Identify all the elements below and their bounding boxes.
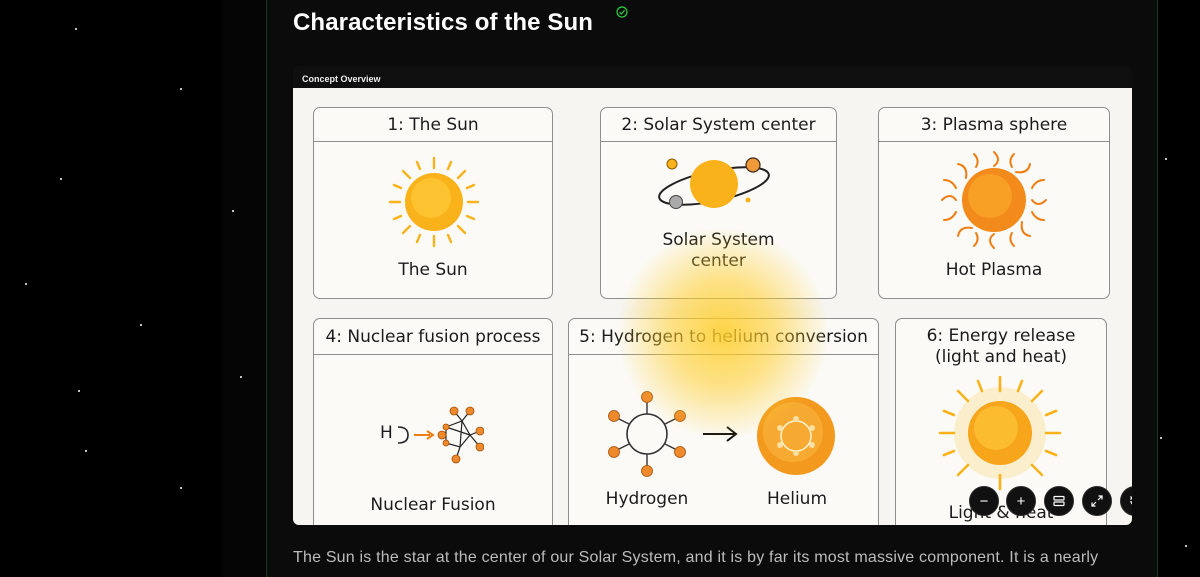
helium-label: Helium	[766, 489, 828, 509]
panel-plasma-sphere: 3: Plasma sphere Hot Plasm	[878, 107, 1110, 299]
stacked-layout-icon	[1053, 495, 1065, 507]
panel-title: 4: Nuclear fusion process	[314, 319, 552, 355]
figure-canvas: 1: The Sun The Sun	[293, 88, 1132, 525]
reset-icon	[1130, 496, 1132, 505]
main-content: Characteristics of the Sun Concept Overv…	[266, 0, 1158, 577]
panel-label: The Sun	[398, 260, 468, 280]
radiant-sun-icon	[938, 375, 1062, 491]
zoom-in-button[interactable]: +	[1006, 486, 1036, 516]
layout-toggle-button[interactable]	[1044, 486, 1074, 516]
hydrogen-symbol: H	[380, 423, 393, 443]
left-panel	[0, 0, 222, 577]
gutter	[222, 0, 266, 577]
check-circle-icon	[616, 6, 628, 18]
page-title: Characteristics of the Sun	[293, 9, 594, 36]
panel-title-line1: 6: Energy release	[926, 326, 1076, 346]
panel-nuclear-fusion: 4: Nuclear fusion process H	[313, 318, 553, 525]
description-text: The Sun is the star at the center of our…	[293, 549, 1099, 566]
zoom-in-icon: +	[1016, 492, 1026, 510]
panel-title: 2: Solar System center	[601, 108, 836, 142]
panel-title: 6: Energy release (light and heat)	[896, 319, 1106, 375]
fullscreen-button[interactable]	[1082, 486, 1112, 516]
concept-figure: Concept Overview 1: The Sun	[293, 66, 1132, 525]
panel-label: Light & heat	[948, 503, 1054, 523]
zoom-out-button[interactable]: −	[969, 486, 999, 516]
panel-title: 1: The Sun	[314, 108, 552, 142]
expand-icon	[1091, 495, 1103, 507]
figure-header: Concept Overview	[293, 66, 1132, 88]
sun-glow-overlay	[618, 228, 828, 438]
sun-icon	[388, 156, 480, 248]
panel-title: 3: Plasma sphere	[879, 108, 1109, 142]
fusion-diagram-icon	[397, 406, 484, 464]
panel-label: Nuclear Fusion	[370, 495, 496, 515]
panel-title-line2: (light and heat)	[934, 347, 1068, 367]
panel-energy-release: 6: Energy release (light and heat)	[895, 318, 1107, 525]
solar-system-icon	[658, 157, 770, 209]
plasma-sun-icon	[941, 151, 1047, 249]
panel-label: Hot Plasma	[945, 260, 1043, 280]
hydrogen-label: Hydrogen	[605, 489, 689, 509]
zoom-out-icon: −	[979, 492, 989, 510]
panel-the-sun: 1: The Sun The Sun	[313, 107, 553, 299]
